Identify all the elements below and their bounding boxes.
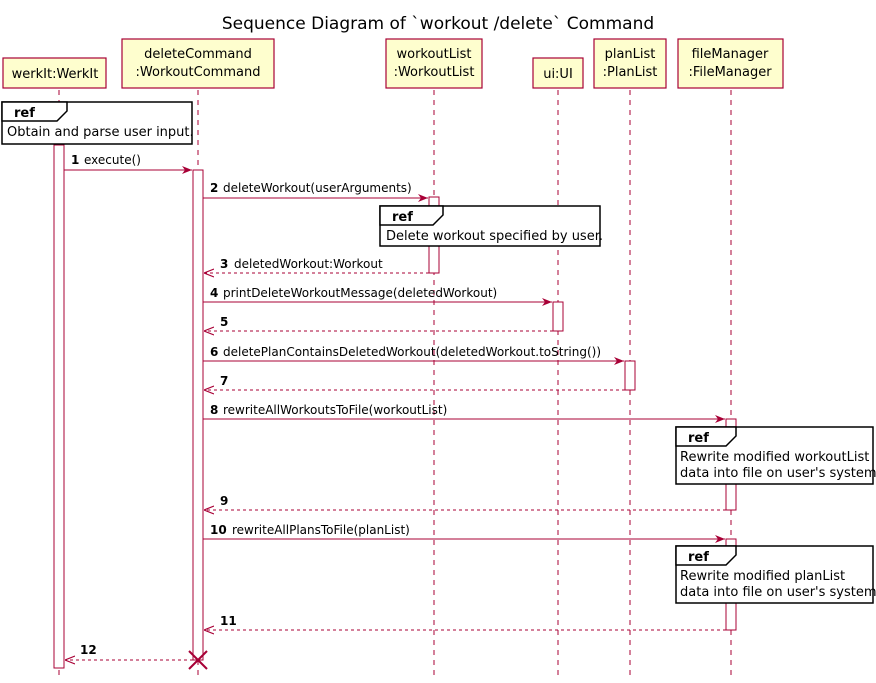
activation-ui (552, 301, 564, 332)
participant-ui: ui:UI (532, 57, 584, 89)
activation-planlist (624, 360, 636, 391)
svg-text::FileManager: :FileManager (688, 65, 772, 80)
svg-text:4: 4 (210, 286, 218, 300)
svg-text::PlanList: :PlanList (603, 65, 658, 80)
svg-text:deletePlanContainsDeletedWorko: deletePlanContainsDeletedWorkout(deleted… (223, 345, 601, 359)
svg-text:6: 6 (210, 345, 218, 359)
svg-text:deleteCommand: deleteCommand (144, 47, 252, 62)
svg-text:5: 5 (220, 315, 228, 329)
svg-text:werkIt:WerkIt: werkIt:WerkIt (12, 67, 99, 82)
message-8: 8 rewriteAllWorkoutsToFile(workoutList) (203, 403, 725, 423)
message-5: 5 (204, 315, 553, 331)
participant-filemanager: fileManager :FileManager (677, 38, 784, 89)
svg-text:12: 12 (80, 643, 97, 657)
message-1: 1 execute() (64, 153, 192, 174)
svg-text:data into file on user's syste: data into file on user's system (680, 585, 876, 600)
svg-text:planList: planList (605, 47, 656, 62)
svg-text:8: 8 (210, 403, 218, 417)
svg-text:deletedWorkout:Workout: deletedWorkout:Workout (234, 257, 383, 271)
svg-text:ui:UI: ui:UI (543, 67, 573, 82)
message-9: 9 (204, 494, 726, 510)
activation-deletecommand (192, 169, 204, 661)
svg-text:ref: ref (688, 550, 709, 565)
message-10: 10 rewriteAllPlansToFile(planList) (203, 523, 725, 543)
message-11: 11 (204, 614, 726, 630)
message-12: 12 (65, 643, 193, 660)
svg-text:deleteWorkout(userArguments): deleteWorkout(userArguments) (223, 181, 412, 195)
svg-text:ref: ref (688, 431, 709, 446)
svg-text:2: 2 (210, 181, 218, 195)
activation-werkit (53, 144, 65, 669)
svg-text:ref: ref (14, 106, 35, 121)
participant-deletecommand: deleteCommand :WorkoutCommand (121, 38, 275, 89)
svg-text:data into file on user's syste: data into file on user's system (680, 466, 876, 481)
ref-frame-obtain-input: ref Obtain and parse user input. (1, 101, 194, 145)
message-6: 6 deletePlanContainsDeletedWorkout(delet… (203, 345, 624, 365)
svg-text:7: 7 (220, 374, 228, 388)
svg-text:rewriteAllWorkoutsToFile(worko: rewriteAllWorkoutsToFile(workoutList) (223, 403, 447, 417)
svg-text::WorkoutList: :WorkoutList (394, 65, 475, 80)
svg-text:1: 1 (71, 153, 79, 167)
svg-text:10: 10 (210, 523, 227, 537)
svg-text:rewriteAllPlansToFile(planList: rewriteAllPlansToFile(planList) (232, 523, 410, 537)
ref-frame-rewrite-plans: ref Rewrite modified planList data into … (675, 545, 876, 604)
message-7: 7 (204, 374, 625, 390)
participant-planlist: planList :PlanList (593, 38, 667, 89)
message-3: 3 deletedWorkout:Workout (204, 257, 429, 273)
svg-text:3: 3 (220, 257, 228, 271)
participant-werkit: werkIt:WerkIt (2, 57, 107, 89)
svg-text:11: 11 (220, 614, 237, 628)
destroy-marker-icon (188, 650, 208, 670)
message-4: 4 printDeleteWorkoutMessage(deletedWorko… (203, 286, 552, 306)
svg-text:9: 9 (220, 494, 228, 508)
svg-text:Obtain and parse user input.: Obtain and parse user input. (7, 125, 194, 140)
svg-text:printDeleteWorkoutMessage(dele: printDeleteWorkoutMessage(deletedWorkout… (223, 286, 497, 300)
svg-text:ref: ref (392, 210, 413, 225)
message-2: 2 deleteWorkout(userArguments) (203, 181, 428, 202)
ref-frame-delete-workout: ref Delete workout specified by user. (379, 205, 603, 247)
ref-frame-rewrite-workouts: ref Rewrite modified workoutList data in… (675, 426, 876, 485)
svg-text:Delete workout specified by us: Delete workout specified by user. (386, 229, 603, 244)
svg-text::WorkoutCommand: :WorkoutCommand (136, 65, 261, 80)
diagram-title: Sequence Diagram of `workout /delete` Co… (222, 14, 654, 34)
svg-text:fileManager: fileManager (692, 47, 769, 62)
svg-text:Rewrite modified workoutList: Rewrite modified workoutList (680, 450, 869, 465)
svg-text:workoutList: workoutList (396, 47, 471, 62)
svg-text:execute(): execute() (84, 153, 141, 167)
participant-workoutlist: workoutList :WorkoutList (385, 38, 483, 89)
svg-text:Rewrite modified planList: Rewrite modified planList (680, 569, 845, 584)
